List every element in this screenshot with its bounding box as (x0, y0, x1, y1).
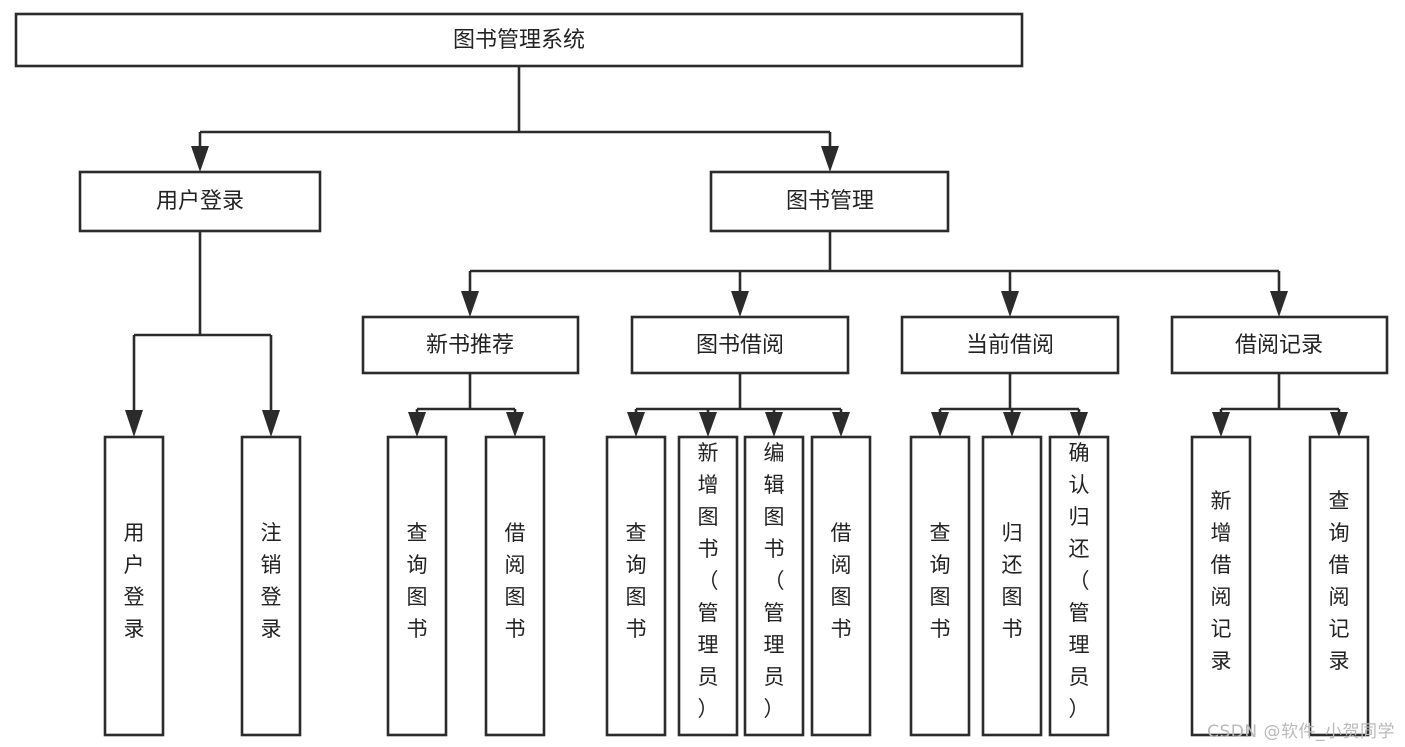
node-leaf-add-book-label: 新增图书（管理员） (698, 441, 719, 721)
node-leaf-edit-book-box[interactable] (743, 435, 805, 737)
node-leaf-query-record-box[interactable] (1308, 435, 1370, 737)
arrow-head-book-borrow (731, 291, 749, 317)
node-new-book-rec[interactable]: 新书推荐 (361, 315, 580, 375)
node-leaf-borrow-book-box[interactable] (810, 435, 872, 737)
node-leaf-query-book-rec-box[interactable] (386, 435, 448, 737)
node-leaf-borrow-book-rec-box[interactable] (484, 435, 546, 737)
node-leaf-borrow-book-rec-label: 借阅图书 (505, 521, 526, 641)
node-leaf-query-book-cur[interactable]: 查询图书 (909, 435, 971, 737)
node-root-box[interactable] (14, 12, 1024, 68)
node-book-manage-box[interactable] (709, 170, 950, 233)
node-leaf-query-record-label: 查询借阅记录 (1329, 489, 1350, 673)
arrow-head-leaf-borrow-book (832, 412, 850, 437)
node-leaf-logout[interactable]: 注销登录 (240, 435, 302, 737)
connector-layer (125, 66, 1348, 437)
node-user-login[interactable]: 用户登录 (78, 170, 322, 233)
node-leaf-query-book-rec[interactable]: 查询图书 (386, 435, 448, 737)
node-leaf-borrow-book-rec[interactable]: 借阅图书 (484, 435, 546, 737)
node-leaf-query-record[interactable]: 查询借阅记录 (1308, 435, 1370, 737)
arrow-head-leaf-borrow-book-rec (506, 412, 524, 437)
arrow-head-current-borrow (1001, 291, 1019, 317)
arrow-head-leaf-user-login (125, 410, 143, 437)
arrow-head-book-manage (821, 146, 839, 172)
node-current-borrow[interactable]: 当前借阅 (900, 315, 1120, 375)
node-leaf-add-record-box[interactable] (1190, 435, 1252, 737)
arrow-head-leaf-query-book-cur (931, 412, 949, 437)
arrow-head-borrow-record (1270, 291, 1288, 317)
node-leaf-add-record[interactable]: 新增借阅记录 (1190, 435, 1252, 737)
node-leaf-borrow-book-label: 借阅图书 (831, 521, 852, 641)
node-leaf-confirm-return-label: 确认归还（管理员） (1069, 441, 1090, 721)
node-leaf-return-book[interactable]: 归还图书 (981, 435, 1043, 737)
node-current-borrow-box[interactable] (900, 315, 1120, 375)
node-leaf-user-login[interactable]: 用户登录 (103, 435, 165, 737)
node-leaf-logout-label: 注销登录 (261, 521, 282, 641)
arrow-head-user-login (191, 146, 209, 172)
node-leaf-query-book-cur-label: 查询图书 (930, 521, 951, 641)
node-leaf-edit-book[interactable]: 编辑图书（管理员） (743, 435, 805, 737)
node-leaf-query-book-cur-box[interactable] (909, 435, 971, 737)
arrow-head-new-book-rec (461, 291, 479, 317)
node-leaf-borrow-book[interactable]: 借阅图书 (810, 435, 872, 737)
node-leaf-confirm-return[interactable]: 确认归还（管理员） (1048, 435, 1110, 737)
node-leaf-add-record-label: 新增借阅记录 (1211, 489, 1232, 673)
node-book-borrow[interactable]: 图书借阅 (630, 315, 850, 375)
node-new-book-rec-label: 新书推荐 (426, 333, 514, 358)
arrow-head-leaf-logout (262, 410, 280, 437)
arrow-head-leaf-query-record (1330, 412, 1348, 437)
arrow-head-leaf-confirm-return (1070, 412, 1088, 437)
node-leaf-query-book-rec-label: 查询图书 (407, 521, 428, 641)
node-user-login-box[interactable] (78, 170, 322, 233)
arrow-head-leaf-edit-book (765, 412, 783, 437)
node-leaf-add-book-box[interactable] (677, 435, 739, 737)
node-root[interactable]: 图书管理系统 (14, 12, 1024, 68)
node-leaf-return-book-label: 归还图书 (1002, 521, 1023, 641)
node-leaf-return-book-box[interactable] (981, 435, 1043, 737)
node-book-manage-label: 图书管理 (786, 189, 874, 214)
node-leaf-query-book-borrow[interactable]: 查询图书 (605, 435, 667, 737)
node-new-book-rec-box[interactable] (361, 315, 580, 375)
node-leaf-logout-box[interactable] (240, 435, 302, 737)
node-leaf-add-book[interactable]: 新增图书（管理员） (677, 435, 739, 737)
node-leaf-edit-book-label: 编辑图书（管理员） (764, 441, 785, 721)
node-leaf-query-book-borrow-label: 查询图书 (626, 521, 647, 641)
arrow-head-leaf-query-book-borrow (627, 412, 645, 437)
arrow-head-leaf-add-book (699, 412, 717, 437)
node-borrow-record-box[interactable] (1170, 315, 1389, 375)
node-book-borrow-box[interactable] (630, 315, 850, 375)
node-leaf-confirm-return-box[interactable] (1048, 435, 1110, 737)
node-root-label: 图书管理系统 (453, 28, 585, 53)
node-current-borrow-label: 当前借阅 (966, 333, 1054, 358)
arrow-head-leaf-add-record (1212, 412, 1230, 437)
arrow-head-leaf-return-book (1003, 412, 1021, 437)
node-book-borrow-label: 图书借阅 (696, 333, 784, 358)
node-leaf-query-book-borrow-box[interactable] (605, 435, 667, 737)
node-book-manage[interactable]: 图书管理 (709, 170, 950, 233)
node-borrow-record-label: 借阅记录 (1235, 333, 1323, 358)
node-leaf-user-login-label: 用户登录 (124, 521, 145, 641)
node-leaf-user-login-box[interactable] (103, 435, 165, 737)
node-user-login-label: 用户登录 (156, 189, 244, 214)
node-borrow-record[interactable]: 借阅记录 (1170, 315, 1389, 375)
arrow-head-leaf-query-book-rec (408, 412, 426, 437)
leaf-node-layer: 用户登录 注销登录 查询图书 借阅图书 查询图书 新增图书（管理员） 编辑图书（管理员） 借阅… (103, 435, 1370, 737)
